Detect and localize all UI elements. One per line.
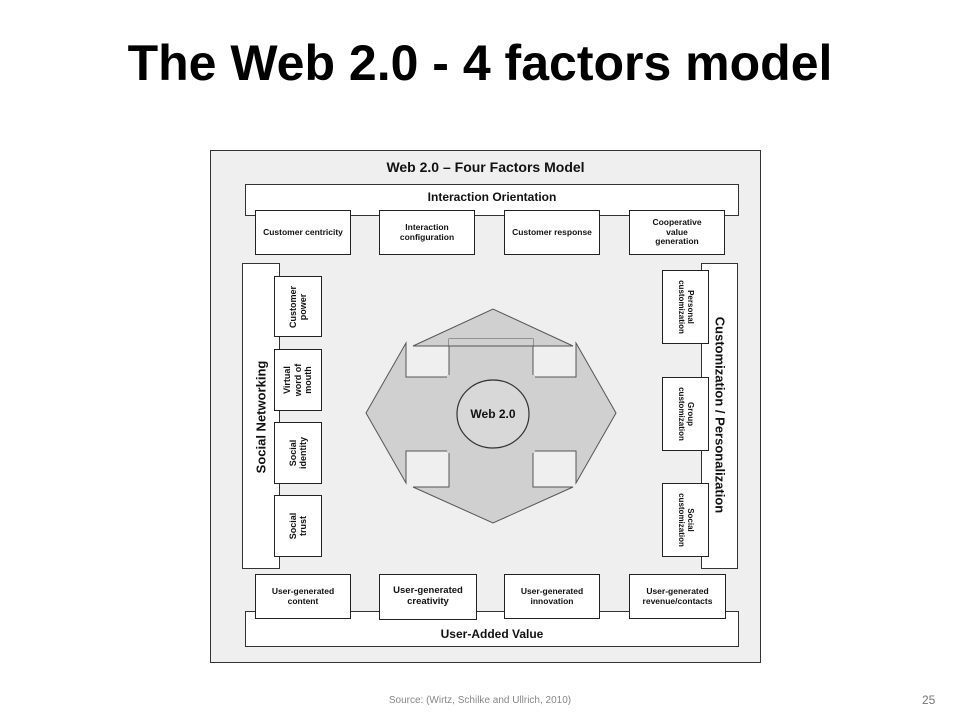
personal-customization-box: Personal customization	[662, 270, 709, 344]
four-way-arrow	[365, 308, 617, 524]
arrow-down-icon	[412, 448, 574, 524]
social-identity-box: Social identity	[274, 422, 322, 484]
interaction-configuration-box: Interaction configuration	[379, 210, 475, 255]
social-trust-box: Social trust	[274, 495, 322, 557]
virtual-word-of-mouth-box: Virtual word of mouth	[274, 349, 322, 411]
user-generated-content-box: User-generated content	[255, 574, 351, 619]
interaction-orientation-label: Interaction Orientation	[427, 190, 557, 204]
cooperative-value-generation-box: Cooperative value generation	[629, 210, 725, 255]
social-networking-band	[242, 263, 280, 569]
social-customization-box: Social customization	[662, 483, 709, 557]
source-citation: Source: (Wirtz, Schilke and Ullrich, 201…	[388, 695, 572, 706]
user-generated-creativity-box: User-generated creativity	[379, 574, 477, 620]
arrow-right-icon	[530, 341, 617, 485]
user-generated-revenue-contacts-box: User-generated revenue/contacts	[629, 574, 726, 619]
customer-response-box: Customer response	[504, 210, 600, 255]
customer-centricity-box: Customer centricity	[255, 210, 351, 255]
web-2-0-label: Web 2.0	[470, 407, 516, 421]
arrow-left-icon	[365, 341, 452, 485]
user-added-value-label: User-Added Value	[440, 627, 544, 641]
diagram-title: Web 2.0 – Four Factors Model	[386, 159, 585, 175]
web-2-0-circle	[456, 379, 530, 449]
four-factors-diagram: Web 2.0 – Four Factors Model Interaction…	[210, 150, 761, 663]
slide-title: The Web 2.0 - 4 factors model	[127, 35, 833, 91]
group-customization-box: Group customization	[662, 377, 709, 451]
user-generated-innovation-box: User-generated innovation	[504, 574, 600, 619]
customer-power-box: Customer power	[274, 276, 322, 337]
page-number: 25	[922, 693, 936, 707]
